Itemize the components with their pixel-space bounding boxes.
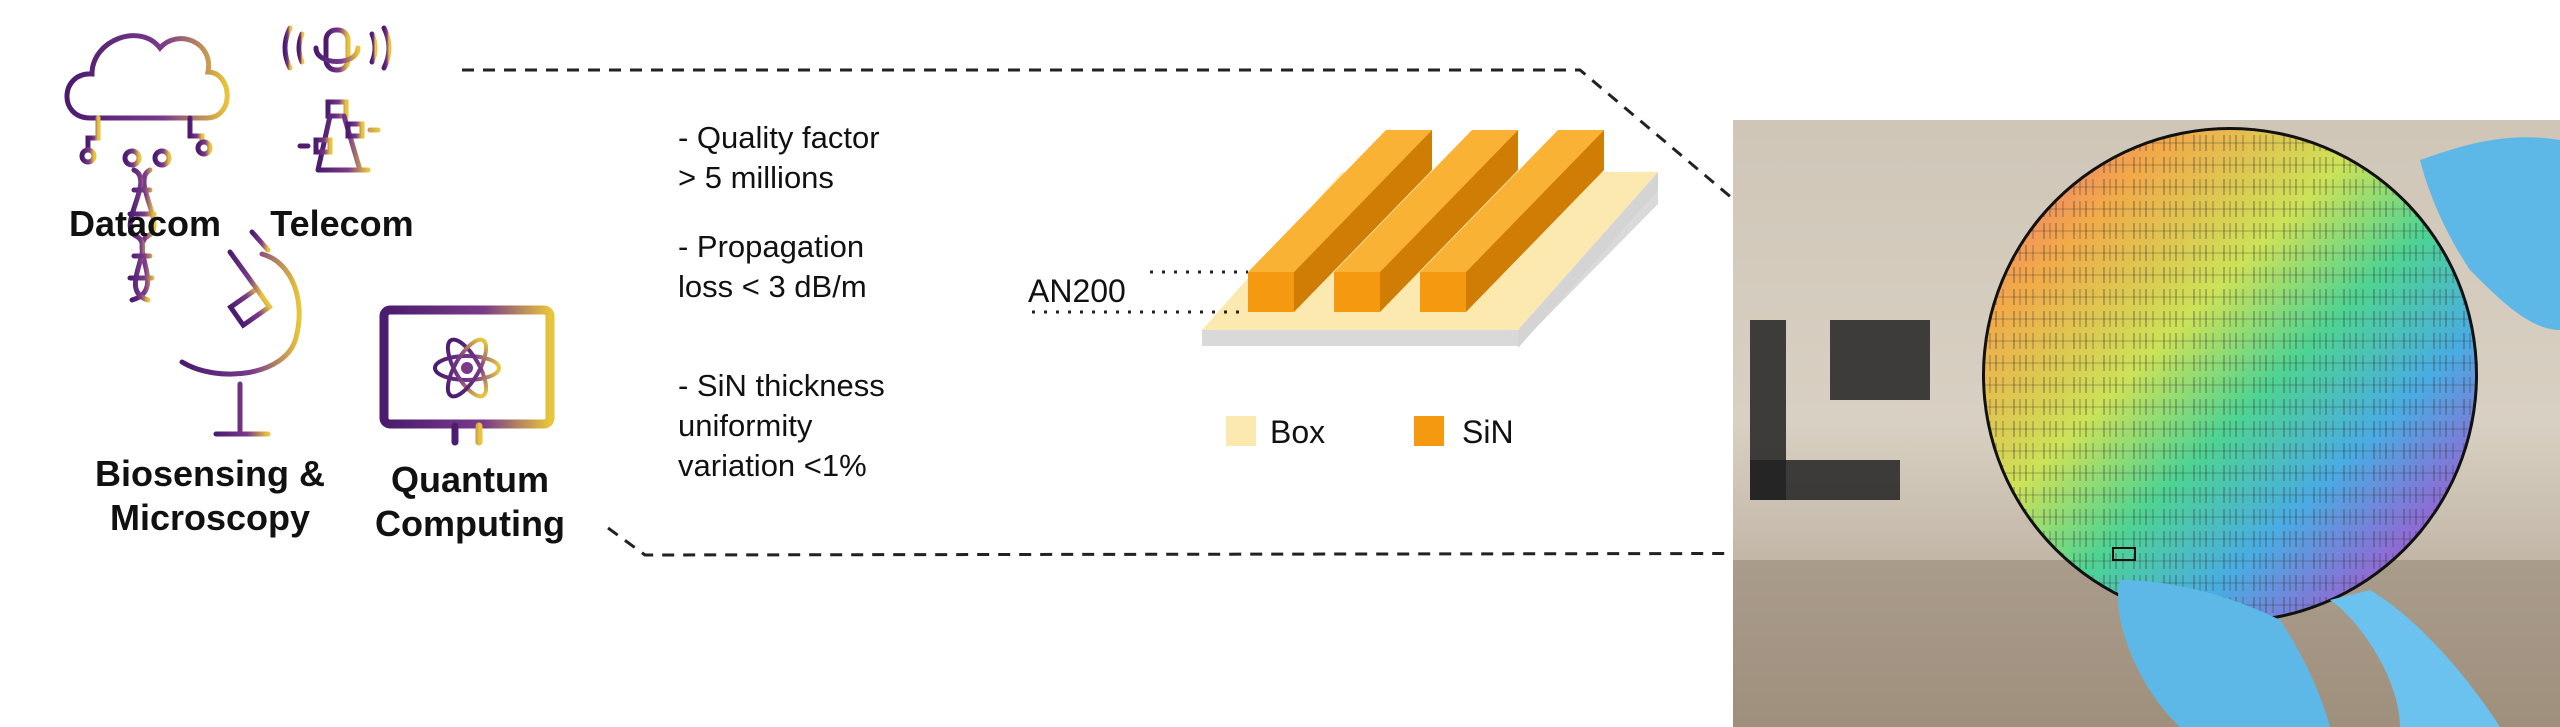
atom-monitor-icon [379, 305, 555, 451]
spec-quality-factor: - Quality factor > 5 millions [678, 120, 880, 195]
legend-label-box: Box [1270, 414, 1325, 450]
label-telecom: Telecom [270, 203, 414, 244]
cross-section-diagram: AN200 Box SiN [1028, 130, 1658, 450]
zoom-lines [462, 68, 2127, 557]
legend-label-sin: SiN [1462, 414, 1514, 450]
antenna-tower-icon [282, 25, 392, 173]
wafer-photo [1733, 120, 2560, 727]
spec-propagation-loss: - Propagation loss < 3 dB/m [678, 229, 867, 304]
sin-waveguides [1248, 130, 1604, 312]
thickness-marker [1032, 270, 1248, 314]
legend-swatch-box [1226, 416, 1256, 446]
dna-microscope-icon [127, 167, 302, 437]
label-biosensing-microscopy: Biosensing & Microscopy [94, 453, 326, 538]
legend-swatch-sin [1414, 416, 1444, 446]
spec-thickness-uniformity: - SiN thickness uniformity variation <1% [678, 368, 885, 483]
label-quantum-computing: Quantum Computing [375, 459, 565, 544]
label-datacom: Datacom [68, 203, 222, 244]
cloud-network-icon [64, 33, 230, 168]
an200-label: AN200 [1028, 273, 1126, 309]
